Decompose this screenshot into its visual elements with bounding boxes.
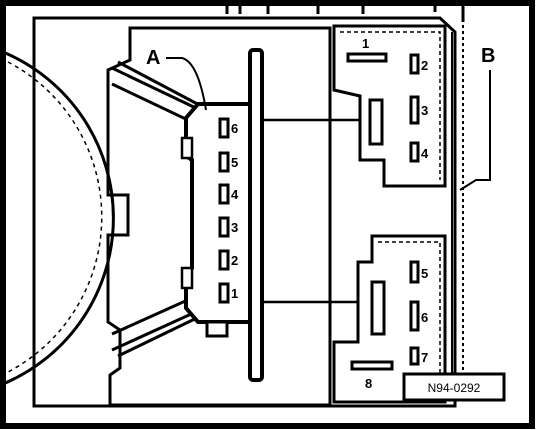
round-boss [2,50,115,386]
callout-b-label: B [481,45,495,67]
upper-relay-pin-label: 2 [421,58,428,73]
reference-code-box [402,372,506,402]
upper-relay-pin-label: 1 [362,36,369,51]
connector-pin-label: 4 [231,187,239,202]
connector-pin-label: 3 [231,220,238,235]
reference-code: N94-0292 [428,381,481,395]
mount-plate [106,26,332,407]
wiring [262,118,368,304]
connector-pin-label: 1 [231,286,238,301]
connector-pin-label: 6 [231,121,238,136]
lower-relay-pin-label: 7 [421,350,428,365]
upper-relay-pin-label: 3 [421,103,428,118]
connector-pin-slots [218,117,230,304]
callout-a-label: A [146,47,160,69]
upper-relay-pin-label: 4 [421,146,429,161]
connector-pin-label: 5 [231,155,238,170]
connector-pin-label: 2 [231,253,238,268]
lower-relay-pin-label: 5 [421,266,428,281]
lower-relay-pin-label: 8 [365,376,372,391]
carrier-bar [248,48,264,382]
housing-outline [32,16,457,408]
relay-contact [346,52,388,63]
callout-a-leader [166,57,207,111]
connector-a [184,102,252,324]
relay-contact [350,360,394,371]
connector-latch [205,320,229,338]
callout-b-leader [459,70,491,191]
top-tabs [225,0,465,22]
lower-relay-pin-label: 6 [421,310,428,325]
